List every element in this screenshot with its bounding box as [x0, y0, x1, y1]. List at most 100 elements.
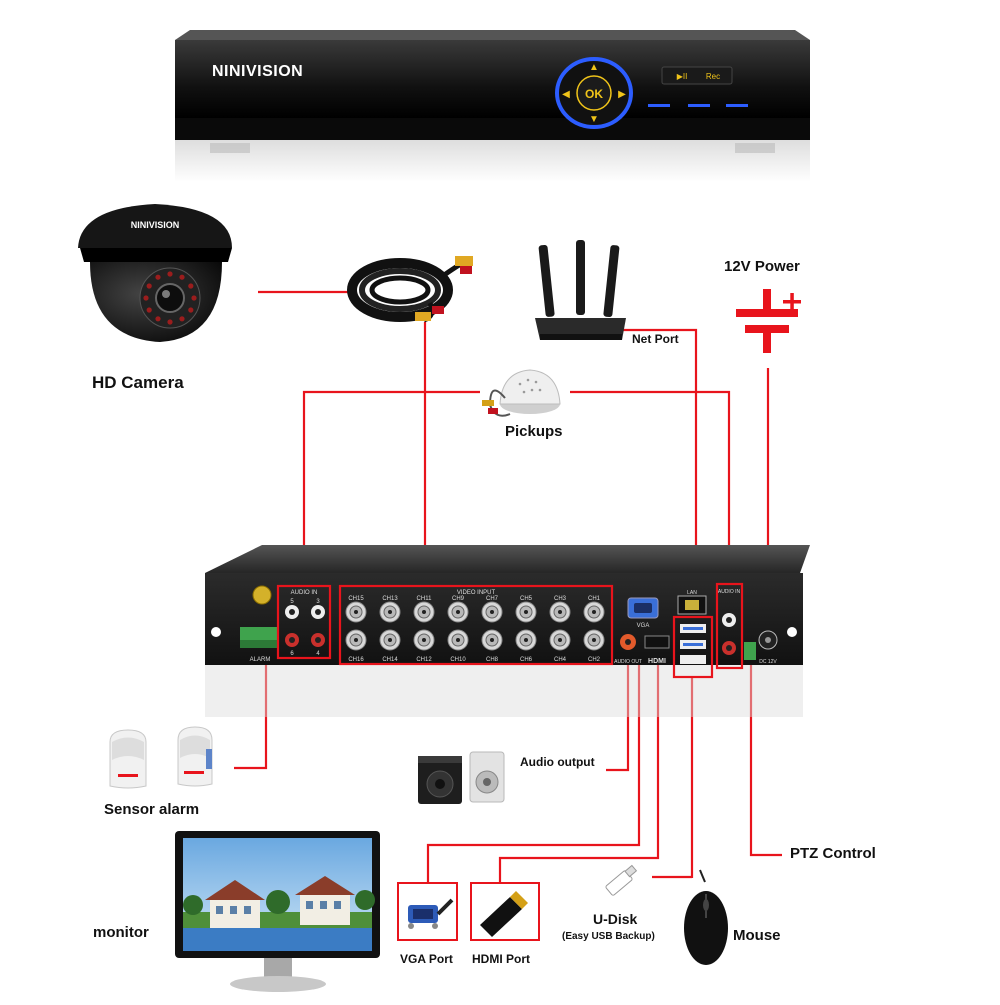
hdmi-port-caption: HDMI Port — [472, 952, 530, 966]
bnc-channel-label: CH3 — [554, 596, 567, 602]
sensor-alarm-devices — [109, 726, 213, 789]
bnc-port[interactable]: CH15 — [345, 596, 367, 623]
computer-mouse — [684, 869, 728, 965]
speakers — [418, 751, 505, 804]
bnc-port[interactable]: CH3 — [549, 596, 571, 623]
bnc-port[interactable]: CH2 — [583, 629, 605, 663]
ir-led — [143, 295, 149, 301]
bnc-channel-label: CH9 — [452, 596, 465, 602]
bnc-port[interactable]: CH9 — [447, 596, 469, 623]
bnc-channel-label: CH15 — [348, 596, 364, 602]
ir-led — [191, 295, 197, 301]
bnc-port[interactable]: CH13 — [379, 596, 401, 623]
bnc-cable-coil — [347, 256, 473, 323]
video-input-label: VIDEO INPUT — [457, 590, 496, 596]
bnc-channel-label: CH4 — [554, 657, 567, 663]
power-symbol — [736, 289, 801, 353]
bnc-channel-label: CH11 — [417, 596, 433, 602]
wire-vga — [426, 665, 641, 883]
ok-button[interactable]: OK — [585, 87, 603, 101]
bnc-port[interactable]: CH8 — [481, 629, 503, 663]
wire-audio-right — [570, 390, 731, 584]
ir-led — [146, 307, 152, 313]
net-port-label: Net Port — [632, 332, 679, 346]
audio-num: 4 — [316, 651, 320, 657]
hdmi-port-label: HDMI — [648, 658, 666, 665]
usb-disk — [605, 864, 638, 896]
vga-cable — [397, 882, 458, 941]
wire-audio-output — [606, 665, 630, 772]
bnc-port[interactable]: CH1 — [583, 596, 605, 623]
audio-num: 5 — [290, 599, 294, 605]
rec-button[interactable]: Rec — [706, 72, 720, 81]
alarm-port-label: ALARM — [250, 657, 271, 663]
nav-left-icon[interactable]: ◀ — [562, 89, 570, 100]
pickups-label: Pickups — [505, 423, 563, 440]
hd-camera-label: HD Camera — [92, 373, 184, 392]
bnc-channel-label: CH12 — [416, 657, 432, 663]
bnc-channel-label: CH1 — [588, 596, 601, 602]
ir-led — [155, 274, 161, 280]
ir-led — [146, 283, 152, 289]
ir-led — [179, 274, 185, 280]
bnc-port[interactable]: CH11 — [413, 596, 435, 623]
bnc-channel-label: CH2 — [588, 657, 601, 663]
camera-brand-logo: NINIVISION — [131, 220, 180, 230]
ptz-control-label: PTZ Control — [790, 845, 876, 862]
monitor-device — [175, 831, 380, 992]
bnc-port[interactable]: CH4 — [549, 629, 571, 663]
bnc-channel-label: CH13 — [382, 596, 398, 602]
power-label: 12V Power — [724, 258, 800, 275]
audio-in-right-label: AUDIO IN — [718, 589, 741, 595]
bnc-channel-label: CH14 — [382, 657, 398, 663]
bnc-channel-label: CH6 — [520, 657, 533, 663]
bnc-port[interactable]: CH10 — [447, 629, 469, 663]
bnc-port[interactable]: CH14 — [379, 629, 401, 663]
lan-port-label: LAN — [687, 590, 697, 596]
ir-led — [179, 316, 185, 322]
audio-output-label: Audio output — [520, 755, 595, 769]
sensor-alarm-label: Sensor alarm — [104, 801, 200, 818]
bnc-channel-label: CH10 — [450, 657, 466, 663]
bnc-port[interactable]: CH7 — [481, 596, 503, 623]
udisk-label: U-Disk — [593, 911, 638, 927]
nav-down-icon[interactable]: ▼ — [589, 114, 599, 125]
bnc-channel-label: CH8 — [486, 657, 499, 663]
bnc-port[interactable]: CH5 — [515, 596, 537, 623]
brand-logo: NINIVISION — [212, 63, 303, 80]
mouse-label: Mouse — [733, 927, 781, 944]
vga-port-caption: VGA Port — [400, 952, 453, 966]
bnc-port[interactable]: CH12 — [413, 629, 435, 663]
audio-num: 3 — [316, 599, 320, 605]
play-button[interactable]: ▶II — [677, 72, 688, 81]
audio-in-left-label: AUDIO IN — [291, 590, 318, 596]
bnc-channel-label: CH5 — [520, 596, 533, 602]
nav-up-icon[interactable]: ▲ — [589, 62, 599, 73]
ir-leds — [143, 271, 197, 325]
wire-sensor-alarm — [234, 665, 268, 770]
dvr-front: NINIVISION OK ▲ ▼ ◀ ▶ ▶II Rec — [175, 30, 810, 182]
audio-out-label: AUDIO OUT — [614, 659, 642, 665]
vga-port-label: VGA — [637, 623, 650, 629]
bnc-port[interactable]: CH16 — [345, 629, 367, 663]
ir-led — [167, 319, 173, 325]
wire-hdmi — [498, 665, 660, 883]
bnc-port[interactable]: CH6 — [515, 629, 537, 663]
ir-led — [155, 316, 161, 322]
wire-audio-left — [302, 390, 480, 586]
nav-right-icon[interactable]: ▶ — [618, 89, 626, 100]
audio-num: 6 — [290, 651, 294, 657]
ir-led — [188, 283, 194, 289]
bnc-channel-label: CH7 — [486, 596, 499, 602]
bnc-channel-label: CH16 — [348, 657, 364, 663]
ir-led — [188, 307, 194, 313]
network-router — [535, 240, 626, 340]
monitor-label: monitor — [93, 924, 149, 941]
udisk-sublabel: (Easy USB Backup) — [562, 931, 655, 942]
dome-camera: NINIVISION — [78, 204, 232, 342]
pickup-microphone — [482, 369, 561, 417]
